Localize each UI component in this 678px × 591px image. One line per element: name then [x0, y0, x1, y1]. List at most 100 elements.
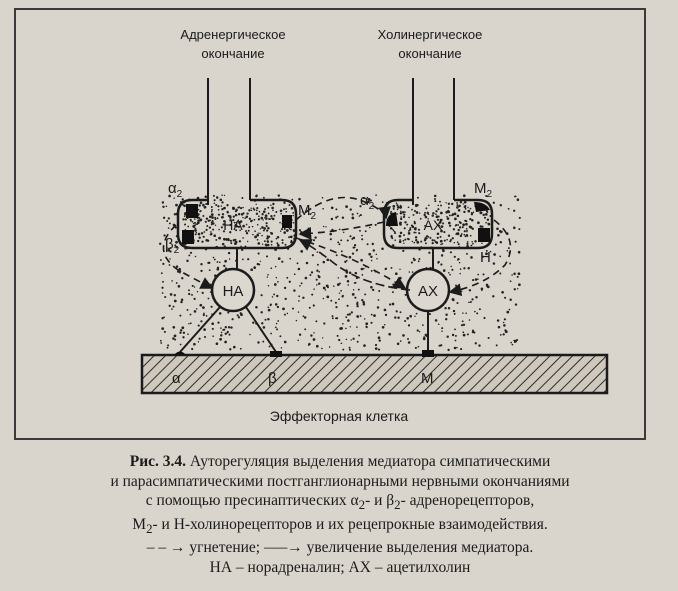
mediator-particle: [475, 295, 478, 299]
mediator-particles: [159, 194, 521, 352]
mediator-particle: [374, 223, 377, 226]
mediator-particle: [337, 241, 340, 244]
mediator-particle: [194, 224, 196, 226]
mediator-particle: [465, 222, 468, 226]
mediator-particle: [194, 255, 197, 258]
mediator-particle: [234, 210, 237, 213]
mediator-particle: [205, 202, 208, 206]
alpha2-receptor-left: [186, 204, 198, 218]
mediator-particle: [445, 318, 448, 321]
mediator-particle: [462, 223, 465, 227]
mediator-particle: [435, 213, 437, 216]
mediator-particle: [290, 207, 294, 210]
mediator-particle: [456, 204, 459, 207]
mediator-particle: [467, 209, 471, 213]
mediator-particle: [391, 302, 395, 306]
mediator-particle: [322, 225, 325, 228]
mediator-particle: [259, 260, 262, 262]
mediator-particle: [262, 210, 266, 214]
mediator-particle: [283, 228, 286, 230]
mediator-particle: [262, 219, 264, 221]
mediator-particle: [406, 238, 409, 240]
mediator-particle: [396, 208, 399, 211]
mediator-particle: [289, 257, 292, 260]
mediator-particle: [407, 338, 409, 340]
mediator-particle: [435, 241, 438, 244]
mediator-particle: [470, 213, 474, 216]
mediator-particle: [370, 255, 373, 259]
mediator-particle: [177, 270, 180, 273]
caption-line-6: НА – норадреналин; АХ – ацетилхолин: [209, 558, 471, 576]
mediator-particle: [346, 280, 350, 283]
mediator-particle: [337, 277, 340, 279]
alpha2-left-label: α2: [168, 180, 183, 200]
mediator-particle: [193, 310, 197, 313]
mediator-particle: [513, 272, 516, 276]
mediator-particle: [175, 282, 178, 284]
mediator-particle: [473, 331, 476, 334]
mediator-particle: [162, 205, 165, 209]
mediator-particle: [159, 339, 162, 342]
mediator-particle: [212, 335, 214, 338]
mediator-particle: [447, 202, 451, 205]
m2-left-label: M2: [298, 202, 317, 222]
mediator-particle: [272, 209, 274, 212]
mediator-particle: [423, 336, 426, 339]
mediator-particle: [396, 205, 400, 209]
mediator-particle: [277, 320, 280, 322]
mediator-particle: [458, 220, 461, 223]
mediator-particle: [168, 304, 171, 307]
mediator-particle: [329, 238, 332, 241]
mediator-particle: [221, 213, 225, 216]
mediator-particle: [415, 231, 417, 234]
mediator-particle: [258, 215, 260, 218]
mediator-particle: [267, 285, 270, 287]
mediator-particle: [458, 261, 461, 264]
mediator-particle: [487, 336, 490, 340]
mediator-particle: [419, 217, 422, 220]
mediator-particle: [218, 261, 221, 264]
mediator-particle: [163, 330, 166, 333]
mediator-particle: [288, 236, 291, 239]
mediator-particle: [200, 232, 204, 235]
mediator-particle: [456, 206, 459, 209]
mediator-particle: [396, 204, 399, 207]
mediator-particle: [472, 242, 474, 245]
mediator-particle: [195, 231, 198, 234]
mediator-particle: [368, 226, 371, 229]
m2-receptor-right: [474, 202, 490, 212]
mediator-particle: [345, 338, 348, 341]
mediator-particle: [280, 228, 284, 231]
mediator-particle: [276, 305, 280, 309]
na-to-beta-line: [245, 306, 277, 353]
mediator-particle: [334, 301, 337, 304]
mediator-particle: [252, 321, 255, 324]
mediator-particle: [221, 208, 224, 211]
mediator-particle: [239, 220, 243, 223]
mediator-particle: [433, 239, 436, 242]
mediator-particle: [215, 203, 218, 207]
mediator-particle: [267, 212, 270, 215]
mediator-particle: [305, 261, 309, 265]
mediator-particle: [456, 301, 459, 305]
mediator-particle: [435, 210, 438, 213]
mediator-particle: [415, 239, 418, 242]
mediator-particle: [169, 250, 172, 253]
mediator-particle: [210, 232, 213, 236]
mediator-particle: [402, 239, 405, 242]
mediator-particle: [483, 216, 487, 219]
mediator-particle: [440, 243, 442, 246]
mediator-particle: [187, 225, 190, 228]
mediator-particle: [442, 249, 445, 253]
cholinergic-label-line2: окончание: [398, 46, 461, 61]
mediator-particle: [418, 330, 421, 333]
mediator-particle: [413, 231, 416, 234]
mediator-particle: [336, 317, 339, 320]
mediator-particle: [348, 255, 352, 259]
mediator-particle: [363, 344, 366, 347]
mediator-particle: [340, 250, 343, 253]
mediator-particle: [390, 266, 393, 269]
mediator-particle: [217, 213, 221, 216]
mediator-particle: [300, 282, 303, 285]
mediator-particle: [249, 333, 251, 336]
